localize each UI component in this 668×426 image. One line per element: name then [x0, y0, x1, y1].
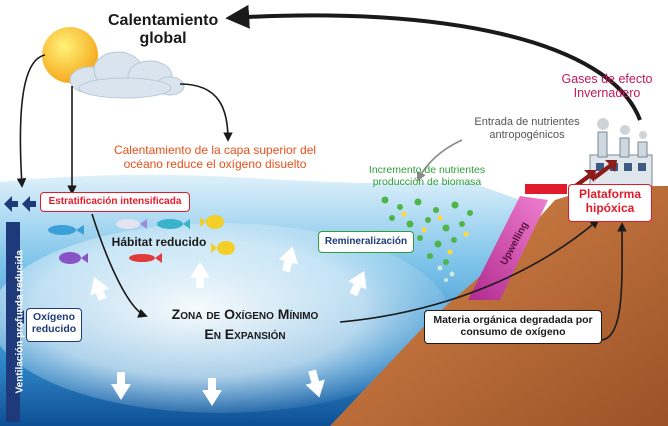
- omz-title-line2: En Expansión: [204, 326, 286, 342]
- hypoxic-shelf-box: Plataforma hipóxica: [568, 184, 652, 222]
- reduced-habitat-label: Hábitat reducido: [111, 235, 207, 249]
- feedback-arrow: [225, 4, 642, 121]
- upper-ocean-warming-label: Calentamiento de la capa superior del oc…: [113, 143, 317, 171]
- greenhouse-gases-label: Gases de efecto Invernadero: [561, 72, 653, 101]
- anthropogenic-nutrients-label: Entrada de nutrientes antropogénicos: [474, 116, 580, 141]
- land-slope: [330, 186, 668, 426]
- upward-arrows: [90, 246, 367, 301]
- reduced-oxygen-box: Oxígeno reducido: [26, 308, 82, 342]
- particles-icon: [381, 196, 473, 265]
- nutrient-increase-label: Incremento de nutrientes producción de b…: [368, 164, 486, 189]
- degraded-matter-box: Materia orgánica degradada por consumo d…: [424, 310, 602, 344]
- fish-icon: [48, 215, 235, 264]
- downward-arrows: [111, 369, 325, 406]
- deep-ventilation-bar: [6, 222, 20, 422]
- omz-title-line1: Zona de Oxígeno Mínimo: [171, 306, 319, 322]
- upwelling-flow: [468, 196, 548, 300]
- title-global-warming: Calentamiento global: [108, 12, 219, 48]
- remineralization-box: Remineralización: [318, 231, 414, 253]
- deep-ventilation-label: Ventilación profunda reducida: [14, 250, 26, 394]
- cloud-icon: [69, 51, 185, 99]
- stratification-box: Estratificación intensificada: [40, 192, 190, 212]
- shelf-bar: [525, 184, 567, 194]
